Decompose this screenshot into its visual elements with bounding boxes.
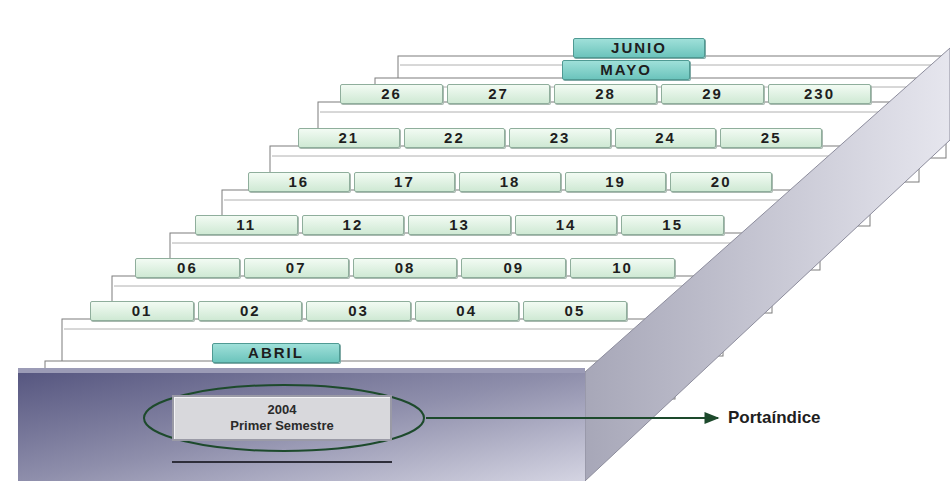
day-tab: 29: [661, 84, 764, 104]
day-tab: 17: [354, 172, 456, 192]
day-tab: 20: [670, 172, 772, 192]
tab-text: 25: [761, 130, 782, 146]
tab-text: 13: [449, 217, 470, 233]
tab-text: Primer Semestre: [230, 418, 333, 434]
day-tab: 23: [509, 128, 611, 148]
day-tab: 24: [615, 128, 717, 148]
highlight-ellipse: [144, 385, 424, 451]
tab-text: 16: [288, 174, 309, 190]
month-tab: MAYO: [562, 60, 690, 80]
day-tab: 21: [298, 128, 400, 148]
box-front-panel: [18, 370, 585, 481]
tab-text: 17: [394, 174, 415, 190]
tab-text: 03: [348, 303, 369, 319]
day-tab: 18: [459, 172, 561, 192]
day-tab: 27: [447, 84, 550, 104]
day-tab: 01: [90, 301, 194, 321]
tab-text: 09: [503, 260, 524, 276]
tab-text: 15: [662, 217, 683, 233]
tab-text: 29: [702, 86, 723, 102]
day-tab: 06: [135, 258, 240, 278]
callout-label: Portaíndice: [728, 408, 821, 428]
tab-text: 28: [595, 86, 616, 102]
day-tab: 11: [195, 215, 298, 235]
day-tab: 15: [621, 215, 724, 235]
tab-text: 26: [381, 86, 402, 102]
day-tab: 28: [554, 84, 657, 104]
day-tab: 10: [570, 258, 675, 278]
day-tab: 13: [408, 215, 511, 235]
tab-text: 19: [605, 174, 626, 190]
day-tab: 22: [404, 128, 506, 148]
tab-text: JUNIO: [611, 40, 667, 56]
handle-line: [172, 461, 392, 463]
day-tab: 25: [720, 128, 822, 148]
tab-text: 01: [132, 303, 153, 319]
tab-text: 07: [286, 260, 307, 276]
day-tab: 08: [353, 258, 458, 278]
pointer-arrow: [426, 417, 718, 419]
day-tab: 03: [306, 301, 410, 321]
day-tab: 07: [244, 258, 349, 278]
day-tab: 26: [340, 84, 443, 104]
day-tab: 12: [302, 215, 405, 235]
tab-text: 230: [804, 86, 835, 102]
tab-text: 06: [177, 260, 198, 276]
tab-text: 2004: [268, 402, 297, 418]
tab-text: ABRIL: [248, 345, 304, 361]
month-tab: JUNIO: [573, 38, 705, 58]
tab-text: 02: [240, 303, 261, 319]
tab-text: 21: [338, 130, 359, 146]
box-front-rim: [18, 368, 585, 373]
tab-text: 11: [236, 217, 256, 233]
tab-text: MAYO: [600, 62, 652, 78]
tab-text: 04: [456, 303, 477, 319]
day-tab: 14: [515, 215, 618, 235]
tab-text: 22: [444, 130, 465, 146]
tab-text: 08: [395, 260, 416, 276]
day-tab: 09: [461, 258, 566, 278]
tab-text: 23: [550, 130, 571, 146]
day-tab: 02: [198, 301, 302, 321]
day-tab: 16: [248, 172, 350, 192]
tab-text: 12: [343, 217, 364, 233]
day-tab: 19: [565, 172, 667, 192]
index-card: 2004Primer Semestre: [172, 395, 392, 441]
day-tab: 05: [523, 301, 627, 321]
month-tab: ABRIL: [212, 343, 340, 363]
tab-text: 10: [612, 260, 633, 276]
tab-text: 14: [556, 217, 577, 233]
day-tab: 04: [415, 301, 519, 321]
day-tab: 230: [768, 84, 871, 104]
tab-text: 27: [488, 86, 509, 102]
tab-text: 20: [711, 174, 732, 190]
tab-text: 18: [500, 174, 521, 190]
tab-text: 05: [565, 303, 586, 319]
tab-text: 24: [655, 130, 676, 146]
